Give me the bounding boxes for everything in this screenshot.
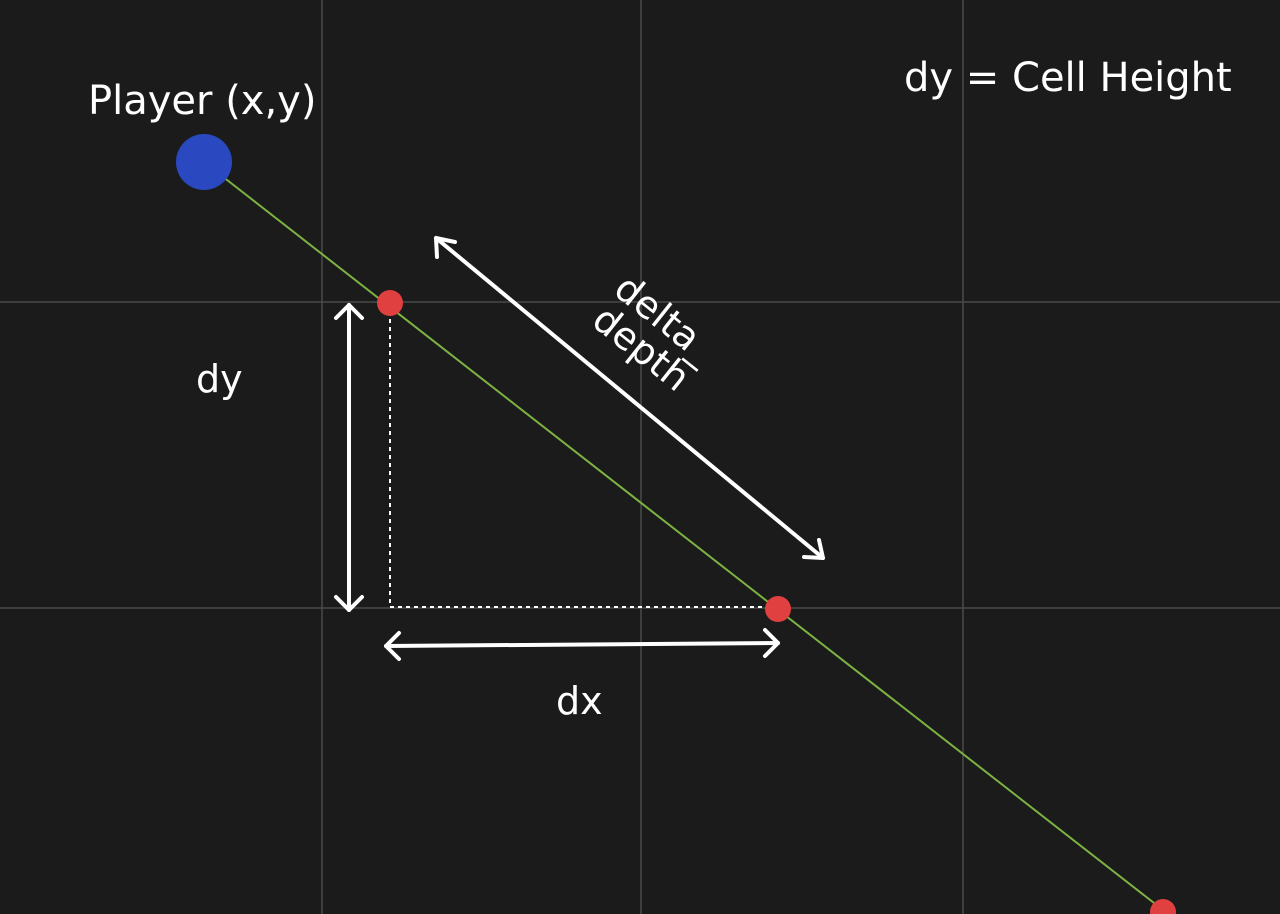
- delta-depth-label: delta_ depth: [584, 265, 724, 399]
- intersection-point-2: [765, 596, 791, 622]
- cell-height-legend: dy = Cell Height: [904, 55, 1232, 101]
- intersection-point-1: [377, 290, 403, 316]
- ray-line: [203, 161, 1164, 911]
- intersection-point-3: [1150, 899, 1176, 914]
- player-dot: [176, 134, 232, 190]
- dy-arrow: [334, 303, 364, 612]
- dx-arrow: [384, 628, 780, 661]
- player-label: Player (x,y): [88, 78, 316, 124]
- delta-depth-arrow: [434, 236, 825, 560]
- dotted-triangle: [389, 303, 778, 608]
- dy-label: dy: [196, 357, 243, 401]
- dx-label: dx: [556, 679, 603, 723]
